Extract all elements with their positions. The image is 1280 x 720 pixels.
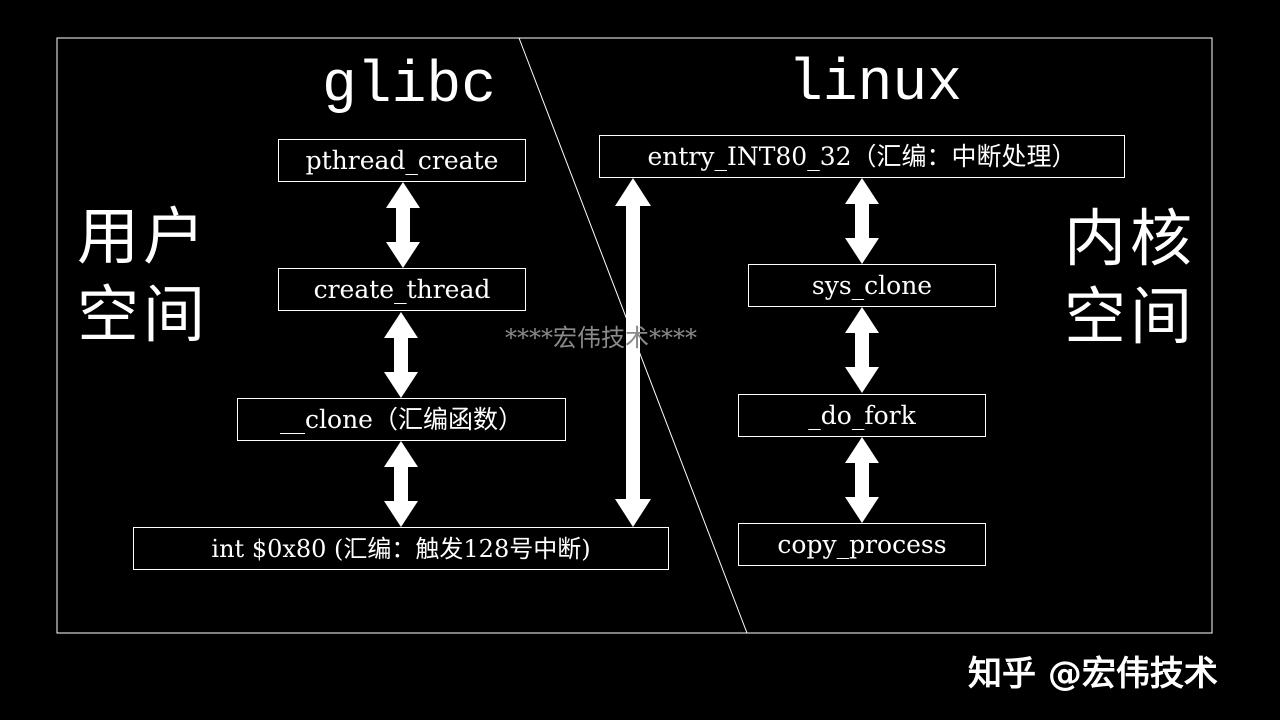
box-copy-process: copy_process bbox=[738, 523, 986, 566]
arrow-clone-int80 bbox=[384, 441, 418, 527]
watermark-text: ****宏伟技术**** bbox=[505, 324, 697, 352]
kernel-space-label: 内核 空间 bbox=[1060, 200, 1200, 356]
kernel-space-label-line2: 空间 bbox=[1063, 280, 1196, 353]
arrow-sys-clone-do-fork bbox=[845, 307, 879, 393]
arrow-int80-entry bbox=[615, 178, 651, 527]
box-int80: int $0x80 (汇编：触发128号中断) bbox=[133, 527, 669, 570]
kernel-space-label-line1: 内核 bbox=[1063, 202, 1196, 275]
box-pthread-create: pthread_create bbox=[278, 139, 526, 182]
user-space-label-line2: 空间 bbox=[76, 278, 209, 351]
box-create-thread: create_thread bbox=[278, 268, 526, 311]
glibc-title: glibc bbox=[322, 54, 497, 119]
arrow-do-fork-copy-process bbox=[845, 437, 879, 523]
arrow-entry-sys-clone bbox=[845, 178, 879, 264]
user-space-label-line1: 用户 bbox=[76, 200, 209, 273]
box-entry-int80-32: entry_INT80_32（汇编：中断处理） bbox=[599, 135, 1125, 178]
box-sys-clone: sys_clone bbox=[748, 264, 996, 307]
box-clone: __clone（汇编函数） bbox=[237, 398, 566, 441]
linux-title: linux bbox=[788, 52, 963, 117]
diagram-frame bbox=[56, 37, 1213, 634]
box-do-fork: _do_fork bbox=[738, 394, 986, 437]
user-space-label: 用户 空间 bbox=[73, 198, 213, 354]
arrow-create-thread-clone bbox=[384, 312, 418, 398]
arrow-pthread-create-thread bbox=[386, 182, 420, 268]
zhihu-credit: 知乎 @宏伟技术 bbox=[968, 654, 1218, 694]
